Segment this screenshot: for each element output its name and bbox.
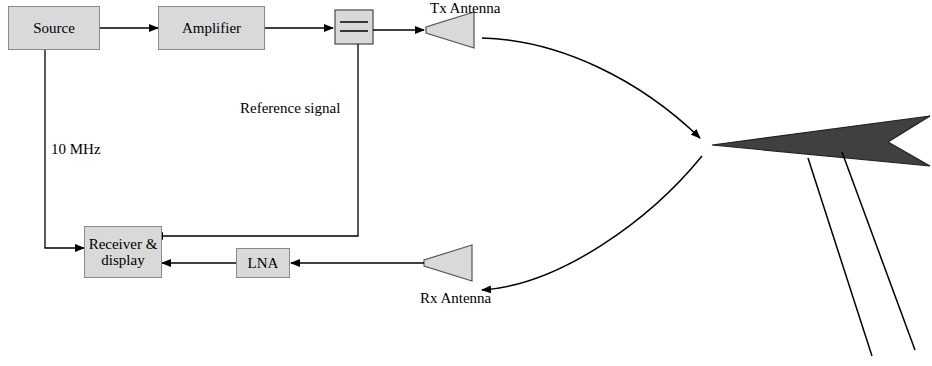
process-box: Amplifier bbox=[158, 6, 265, 50]
annotation-label: Rx Antenna bbox=[420, 290, 491, 307]
edge-label: 10 MHz bbox=[49, 141, 103, 158]
wire bbox=[373, 29, 424, 30]
process-box: Source bbox=[8, 6, 100, 50]
connector bbox=[162, 262, 236, 263]
box-label: Source bbox=[33, 20, 75, 37]
connector bbox=[100, 27, 158, 28]
box-label: Receiver & display bbox=[85, 236, 161, 269]
process-box: LNA bbox=[236, 248, 290, 278]
wave-path bbox=[482, 38, 700, 138]
reference-wire bbox=[154, 44, 358, 236]
box-label: Amplifier bbox=[182, 20, 241, 37]
annotation-label: Tx Antenna bbox=[430, 0, 500, 16]
wave-path bbox=[482, 156, 702, 290]
target-support bbox=[808, 158, 872, 356]
rx-antenna bbox=[424, 245, 472, 281]
process-box: Receiver & display bbox=[84, 226, 162, 278]
coupler-line bbox=[340, 30, 368, 32]
target-support bbox=[842, 152, 915, 350]
wire bbox=[291, 262, 424, 263]
tx-antenna bbox=[426, 12, 474, 48]
box-label: LNA bbox=[248, 255, 279, 272]
wire bbox=[265, 27, 333, 28]
directional-coupler bbox=[335, 10, 373, 44]
annotation-label: Reference signal bbox=[240, 100, 340, 117]
target bbox=[712, 116, 930, 166]
coupler-line bbox=[340, 21, 368, 23]
